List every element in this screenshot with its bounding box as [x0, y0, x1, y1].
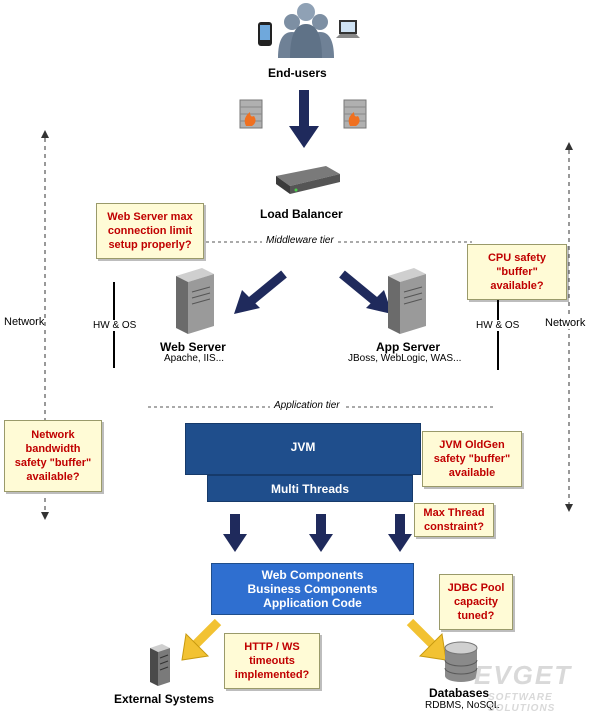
components-line-1: Web Components: [261, 568, 364, 582]
components-line-3: Application Code: [263, 596, 362, 610]
rack-server-icon: [150, 644, 170, 686]
web-server-label: Web Server: [160, 340, 226, 354]
users-icon: [278, 3, 334, 58]
arrow-thread-3: [388, 514, 412, 552]
end-users-label: End-users: [268, 66, 327, 80]
end-users-group: [250, 0, 360, 60]
network-left-label: Network: [4, 316, 45, 328]
components-box: Web Components Business Components Appli…: [211, 563, 414, 615]
firewall-icon: [343, 99, 367, 129]
tower-server-icon: [388, 268, 426, 334]
arrow-thread-2: [309, 514, 333, 552]
application-tier-label: Application tier: [270, 400, 344, 411]
hw-os-right-label: HW & OS: [474, 320, 522, 331]
jvm-box: JVM: [185, 423, 421, 475]
database-icon: [444, 641, 478, 682]
network-left-arrow: [41, 130, 49, 520]
arrow-to-external: [181, 618, 222, 661]
rack-server-icon: [276, 166, 340, 194]
load-balancer-label: Load Balancer: [260, 207, 343, 221]
arrow-users-to-balancer: [289, 90, 319, 148]
arrow-to-web-server: [234, 270, 287, 314]
watermark-brand: EVGET: [474, 660, 573, 690]
web-server-sub: Apache, IIS...: [164, 353, 225, 364]
hw-os-right-bar: [497, 300, 499, 370]
middleware-tier-label: Middleware tier: [262, 235, 338, 246]
tower-server-icon: [176, 268, 214, 334]
firewall-icon: [239, 99, 263, 129]
app-server-label: App Server: [376, 340, 441, 354]
multi-threads-label: Multi Threads: [270, 481, 349, 496]
arrow-to-app-server: [339, 270, 392, 314]
databases-sub: RDBMS, NoSQL: [425, 700, 500, 711]
note-cpu-buffer: CPU safety"buffer"available?: [467, 244, 567, 300]
arrow-to-databases: [406, 618, 447, 661]
phone-icon: [258, 22, 272, 46]
components-line-2: Business Components: [247, 582, 378, 596]
arrow-thread-1: [223, 514, 247, 552]
external-systems-label: External Systems: [114, 692, 215, 706]
app-server-sub: JBoss, WebLogic, WAS...: [348, 353, 462, 364]
watermark-sub: SOFTWARE SOLUTIONS: [488, 692, 556, 714]
hw-os-left-label: HW & OS: [91, 320, 139, 331]
network-right-label: Network: [545, 317, 586, 329]
databases-label: Databases: [429, 686, 490, 700]
jvm-label: JVM: [290, 440, 316, 454]
laptop-icon: [336, 20, 360, 38]
multi-threads-box: Multi Threads: [207, 475, 413, 502]
